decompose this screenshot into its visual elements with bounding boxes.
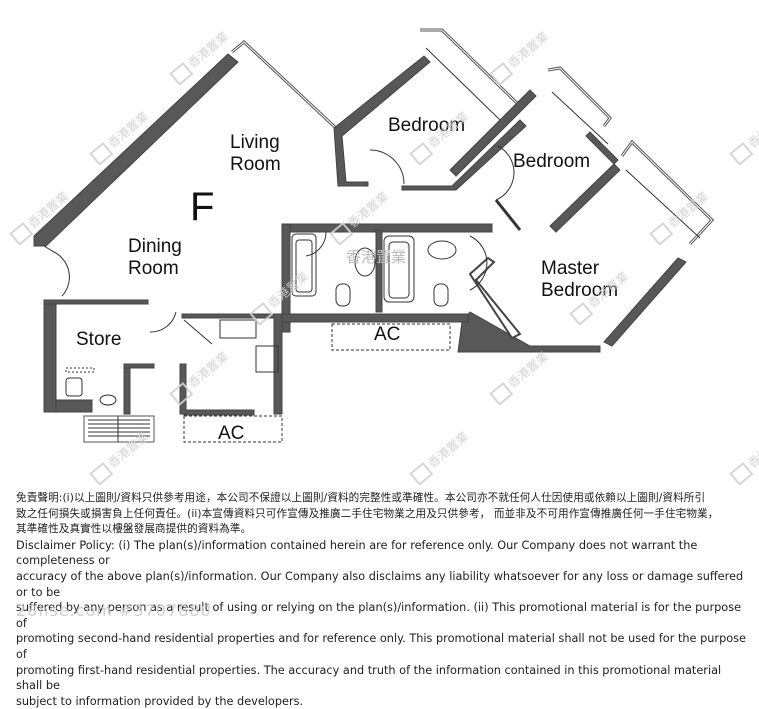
disclaimer-zh-line-1: 免責聲明:(i)以上圖則/資料只供參考用途，本公司不保證以上圖則/資料的完整性或… (16, 492, 706, 504)
disclaimer-en-line-5: promoting first-hand residential propert… (16, 663, 722, 693)
disclaimer-en-line-6: subject to information provided by the d… (16, 694, 304, 708)
disclaimer-en-line-3: suffered by any person as a result of us… (16, 601, 742, 630)
room-label-dining-room: Dining Room (128, 236, 182, 279)
listing-id-watermark: 28hse.com #3707880 (16, 601, 212, 620)
room-label-bedroom-2: Bedroom (513, 151, 591, 172)
disclaimer-en-line-1: Disclaimer Policy: (i) The plan(s)/infor… (16, 538, 698, 568)
room-label-master-bedroom: Master Bedroom (541, 258, 619, 301)
disclaimer-zh-line-3: 其準確性及真實性以樓盤發展商提供的資料為準。 (16, 523, 252, 536)
disclaimer-zh-line-2: 致之任何損失或損害負上任何責任。(ii)本宣傳資料只可作宣傳及推廣二手住宅物業之… (16, 507, 719, 520)
ac-label-lower: AC (218, 423, 245, 444)
disclaimer-block: 免責聲明:(i)以上圖則/資料只供參考用途，本公司不保證以上圖則/資料的完整性或… (16, 491, 746, 709)
ac-label-upper: AC (374, 324, 401, 345)
floor-plan-drawing (33, 28, 715, 443)
floor-plan: Living Room F Dining Room Bedroom Bedroo… (8, 28, 759, 486)
room-label-living-room: Living Room (230, 132, 281, 175)
unit-letter: F (190, 185, 215, 229)
room-label-bedroom-1: Bedroom (388, 115, 466, 136)
disclaimer-en-line-2: accuracy of the above plan(s)/informatio… (16, 569, 744, 599)
disclaimer-en-line-4: promoting second-hand residential proper… (16, 632, 746, 661)
room-label-store: Store (76, 329, 122, 350)
watermark-center: 香港置業 (346, 248, 407, 266)
